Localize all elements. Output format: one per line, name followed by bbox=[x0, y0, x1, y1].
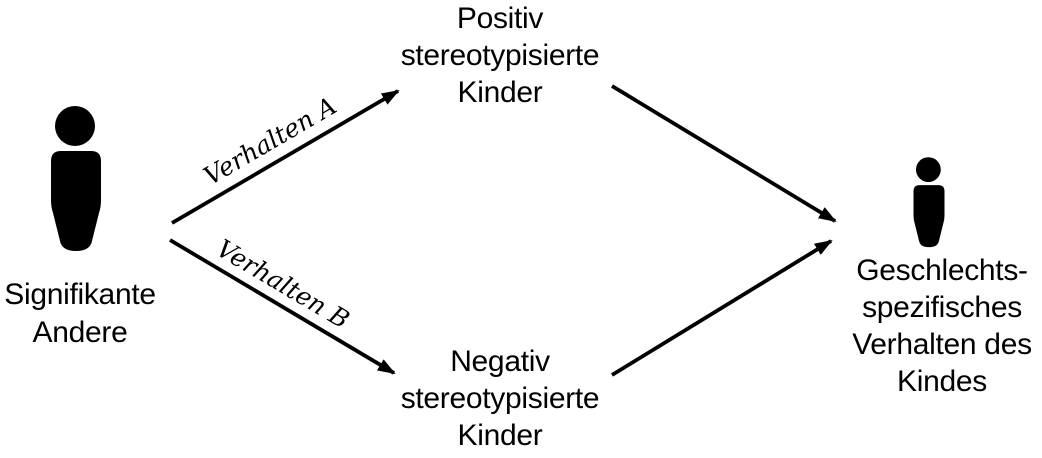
node-label-line: Kinder bbox=[457, 419, 543, 452]
node-label-negative-stereotyped: Negativ stereotypisierte Kinder bbox=[390, 343, 610, 454]
node-label-line: spezifisches bbox=[862, 291, 1022, 324]
significant-other-person-icon bbox=[47, 104, 105, 254]
child-person-icon bbox=[911, 156, 947, 249]
node-label-child-behavior: Geschlechts- spezifisches Verhalten des … bbox=[842, 252, 1042, 400]
arrow-verhalten-a bbox=[171, 89, 400, 225]
node-label-line: Geschlechts- bbox=[856, 254, 1028, 287]
node-label-positive-stereotyped: Positiv stereotypisierte Kinder bbox=[390, 0, 610, 111]
node-label-line: Andere bbox=[32, 316, 128, 349]
node-label-significant-other: Signifikante Andere bbox=[0, 276, 166, 352]
node-label-line: Verhalten des bbox=[852, 328, 1032, 361]
node-label-line: Kinder bbox=[457, 76, 543, 109]
arrow-verhalten-b bbox=[169, 238, 396, 375]
node-label-line: stereotypisierte bbox=[400, 39, 600, 72]
node-label-line: Negativ bbox=[450, 345, 550, 378]
arrow-positive-to-child bbox=[611, 84, 837, 223]
node-label-line: stereotypisierte bbox=[400, 382, 600, 415]
node-label-line: Signifikante bbox=[4, 278, 156, 311]
arrow-negative-to-child bbox=[611, 239, 833, 377]
node-label-line: Kindes bbox=[897, 365, 987, 398]
node-label-line: Positiv bbox=[456, 2, 544, 35]
